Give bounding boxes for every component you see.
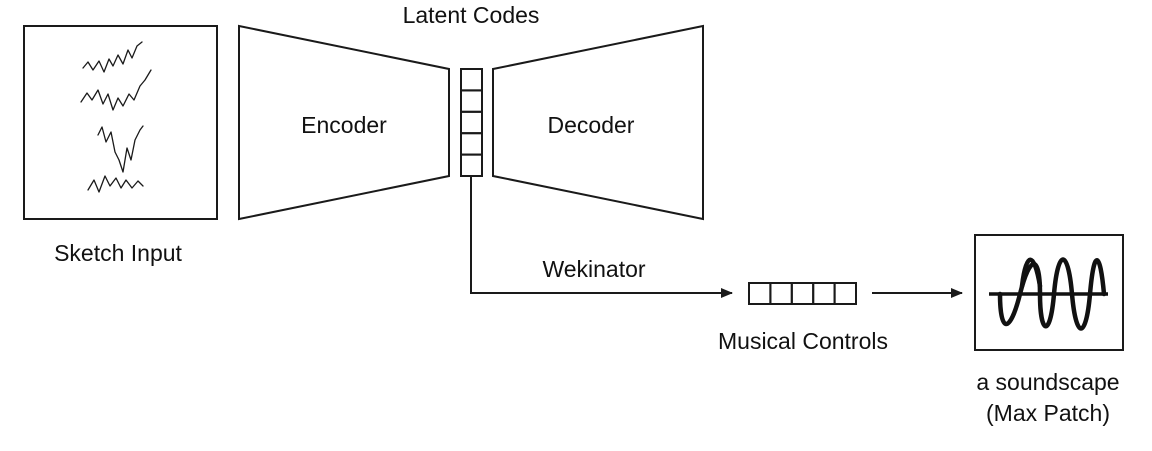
decoder-block: Decoder (492, 24, 704, 221)
sketch-input-label: Sketch Input (54, 240, 182, 266)
musical-controls-label: Musical Controls (718, 328, 888, 354)
decoder-shape (492, 24, 704, 221)
musical-control-cell (833, 282, 857, 305)
soundscape-output: a soundscape (Max Patch) (974, 234, 1124, 426)
sine-wave-icon (989, 257, 1108, 331)
latent-code-cell (460, 153, 483, 178)
latent-codes-label: Latent Codes (403, 2, 540, 28)
wekinator-label: Wekinator (542, 256, 645, 282)
decoder-label: Decoder (548, 112, 635, 138)
latent-codes: Latent Codes (403, 2, 540, 178)
encoder-block: Encoder (238, 24, 450, 221)
latent-code-cell (460, 110, 483, 135)
scribble-sketch-icon (80, 41, 152, 193)
musical-control-cell (812, 282, 836, 305)
soundscape-label-line1: a soundscape (976, 369, 1119, 395)
musical-control-cells (748, 282, 857, 305)
musical-control-cell (748, 282, 772, 305)
wekinator-arrow (470, 176, 733, 298)
soundscape-label-line2: (Max Patch) (986, 400, 1110, 426)
musical-control-cell (769, 282, 793, 305)
latent-code-cell (460, 89, 483, 113)
soundscape-frame (974, 234, 1124, 351)
encoder-shape (238, 24, 450, 221)
latent-code-cell (460, 68, 483, 92)
latent-code-cell (460, 132, 483, 156)
musical-control-cell (790, 282, 815, 305)
latent-code-cells (460, 68, 483, 178)
encoder-label: Encoder (301, 112, 387, 138)
sketch-input-panel: Sketch Input (23, 25, 218, 266)
musical-controls: Musical Controls (718, 282, 888, 354)
sketch-input-frame (23, 25, 218, 220)
wekinator-mapping: Wekinator (470, 176, 733, 298)
